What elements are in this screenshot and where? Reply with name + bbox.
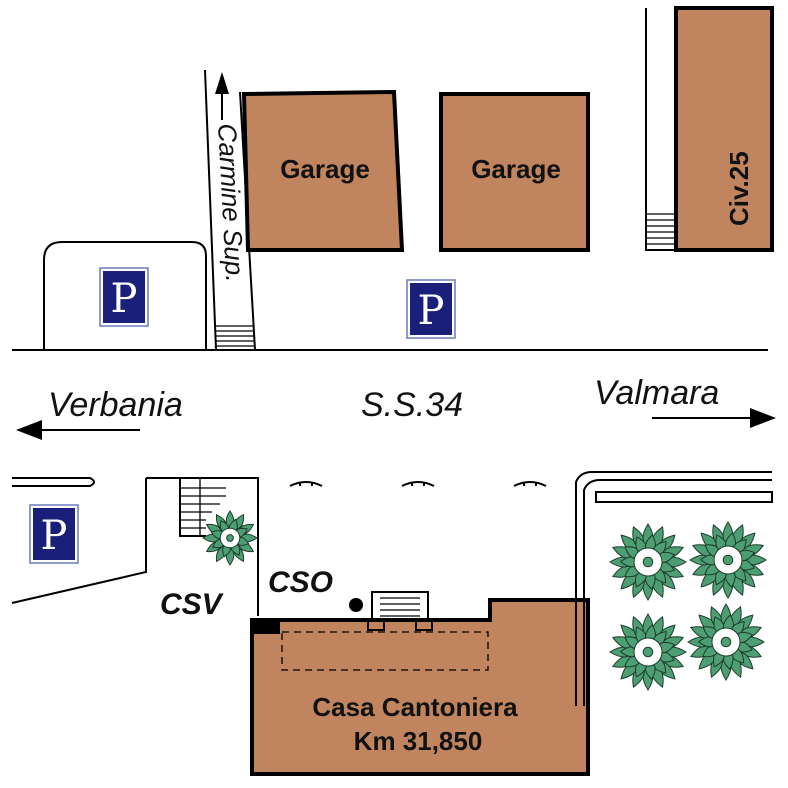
road-south-sidewalk-west: [12, 477, 95, 487]
casa-cantoniera-label: Casa Cantoniera: [312, 692, 518, 722]
tree-icon: [609, 613, 687, 691]
carmine-steps: [216, 325, 254, 347]
arrow-up-icon: [215, 72, 229, 120]
tree-icon: [687, 603, 765, 681]
arrow-left-icon: [16, 420, 140, 440]
csv-label: CSV: [160, 588, 225, 621]
road-south-edge: [146, 477, 259, 616]
civ-25-label: Civ.25: [724, 151, 754, 226]
road-ss34-label: S.S.34: [361, 386, 463, 424]
svg-text:P: P: [41, 513, 68, 559]
direction-verbania-label: Verbania: [48, 386, 183, 424]
parking-sign-icon: P: [406, 279, 456, 339]
svg-text:P: P: [111, 276, 138, 322]
parking-sign-icon: P: [29, 504, 79, 564]
bush-icon: [202, 510, 258, 566]
garage-2: [439, 92, 590, 252]
cso-label: CSO: [268, 566, 333, 599]
casa-corner-marker: [252, 620, 280, 634]
civ-25-building: [674, 6, 774, 252]
casa-dashed-outline: [281, 631, 489, 671]
tree-icon: [609, 523, 687, 601]
arrow-right-icon: [652, 408, 776, 428]
garage-1: [241, 89, 405, 252]
stairs-west: [179, 478, 226, 537]
casa-km-label: Km 31,850: [354, 726, 483, 756]
casa-cantoniera-building: [250, 598, 590, 776]
direction-valmara-label: Valmara: [594, 374, 719, 412]
civ-steps: [646, 213, 676, 245]
parking-sign-icon: P: [99, 267, 149, 327]
svg-text:P: P: [418, 288, 445, 334]
garden-wall: [575, 471, 773, 706]
parking-lot-south-west: [11, 478, 147, 604]
garage-2-label: Garage: [471, 154, 561, 184]
tree-icon: [689, 521, 767, 599]
civ-side-wall: [645, 8, 676, 251]
casa-entry-posts: [367, 620, 433, 631]
parking-lot-north-west: [43, 241, 207, 350]
bollards: [289, 481, 547, 487]
cso-marker-icon: [349, 598, 363, 612]
entrance-steps: [371, 591, 429, 620]
garage-1-label: Garage: [280, 154, 370, 184]
